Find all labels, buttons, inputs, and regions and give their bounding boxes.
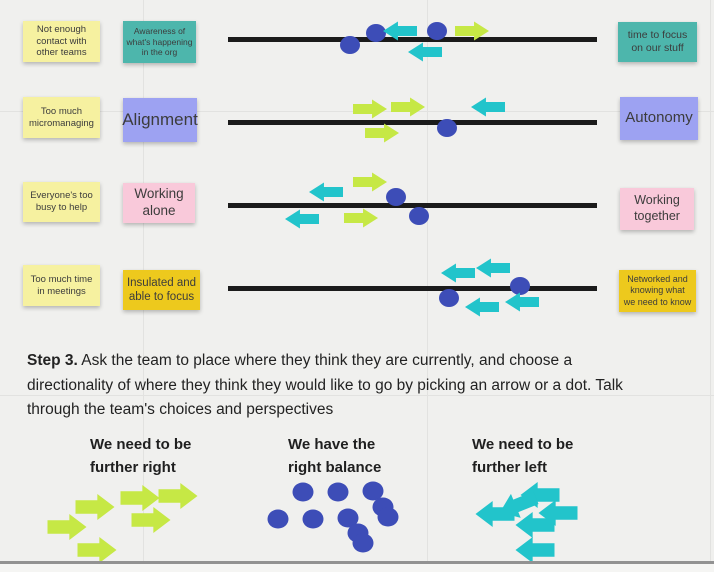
right-arrow-marker[interactable] <box>391 97 425 117</box>
sticky-note-left-label-4[interactable]: Insulated and able to focus <box>123 270 200 310</box>
spectrum-line-4[interactable] <box>228 286 597 291</box>
sticky-note-right-label-2[interactable]: Autonomy <box>620 97 698 140</box>
sticky-note-right-label-4[interactable]: Networked and knowing what we need to kn… <box>619 270 696 312</box>
right-arrow-marker[interactable] <box>77 537 117 563</box>
position-dot-marker[interactable] <box>302 509 324 529</box>
position-dot-marker[interactable] <box>362 481 384 501</box>
position-dot-marker[interactable] <box>337 508 359 528</box>
left-arrow-marker[interactable] <box>476 258 510 278</box>
position-dot-marker[interactable] <box>439 289 459 307</box>
right-arrow-marker[interactable] <box>353 172 387 192</box>
position-dot-marker[interactable] <box>377 507 399 527</box>
left-arrow-marker[interactable] <box>309 182 343 202</box>
position-dot-marker[interactable] <box>510 277 530 295</box>
right-arrow-marker[interactable] <box>131 507 171 533</box>
right-arrow-marker[interactable] <box>353 99 387 119</box>
frame-border <box>0 561 714 564</box>
spectrum-line-3[interactable] <box>228 203 597 208</box>
left-arrow-marker[interactable] <box>383 21 417 41</box>
step3-label: Step 3. <box>27 352 78 369</box>
grid-line-horizontal <box>0 395 714 396</box>
right-arrow-marker[interactable] <box>47 514 87 540</box>
left-arrow-marker[interactable] <box>471 97 505 117</box>
spectrum-line-2[interactable] <box>228 120 597 125</box>
left-arrow-marker[interactable] <box>441 263 475 283</box>
position-dot-marker[interactable] <box>437 119 457 137</box>
right-arrow-marker[interactable] <box>120 485 160 511</box>
position-dot-marker[interactable] <box>327 482 349 502</box>
right-arrow-marker[interactable] <box>75 494 115 520</box>
position-dot-marker[interactable] <box>267 509 289 529</box>
position-dot-marker[interactable] <box>366 24 386 42</box>
left-arrow-marker[interactable] <box>465 297 499 317</box>
step3-line1: Step 3. Ask the team to place where they… <box>27 352 573 369</box>
right-arrow-marker[interactable] <box>344 208 378 228</box>
sticky-note-right-label-3[interactable]: Working together <box>620 188 694 230</box>
left-arrow-marker[interactable] <box>505 292 539 312</box>
step3-line2: directionality of where they think they … <box>27 376 623 394</box>
left-arrow-marker[interactable] <box>285 209 319 229</box>
right-arrow-marker[interactable] <box>365 123 399 143</box>
right-arrow-marker[interactable] <box>455 21 489 41</box>
left-arrow-marker[interactable] <box>515 537 555 563</box>
cluster-title-further-left[interactable]: We need to be further left <box>472 436 574 476</box>
cluster-title-right-balance[interactable]: We have the right balance <box>288 436 382 476</box>
sticky-note-right-label-1[interactable]: time to focus on our stuff <box>618 22 697 62</box>
sticky-note-problem-2[interactable]: Too much micromanaging <box>23 97 100 138</box>
position-dot-marker[interactable] <box>386 188 406 206</box>
step3-line3: through the team's choices and perspecti… <box>27 401 334 418</box>
position-dot-marker[interactable] <box>352 533 374 553</box>
sticky-note-problem-4[interactable]: Too much time in meetings <box>23 265 100 306</box>
sticky-note-left-label-1[interactable]: Awareness of what's happening in the org <box>123 21 196 63</box>
cluster-title-further-right[interactable]: We need to be further right <box>90 436 192 476</box>
grid-line-vertical <box>710 0 711 572</box>
sticky-note-left-label-2[interactable]: Alignment <box>122 98 198 142</box>
spectrum-line-1[interactable] <box>228 37 597 42</box>
frame-outside-area <box>0 564 714 572</box>
step3-instructions[interactable]: Step 3. Ask the team to place where they… <box>27 349 687 423</box>
right-arrow-marker[interactable] <box>158 483 198 509</box>
sticky-note-problem-1[interactable]: Not enough contact with other teams <box>23 21 100 62</box>
position-dot-marker[interactable] <box>409 207 429 225</box>
position-dot-marker[interactable] <box>427 22 447 40</box>
sticky-note-left-label-3[interactable]: Working alone <box>123 183 195 223</box>
position-dot-marker[interactable] <box>292 482 314 502</box>
sticky-note-problem-3[interactable]: Everyone's too busy to help <box>23 182 100 222</box>
left-arrow-marker[interactable] <box>408 42 442 62</box>
position-dot-marker[interactable] <box>340 36 360 54</box>
